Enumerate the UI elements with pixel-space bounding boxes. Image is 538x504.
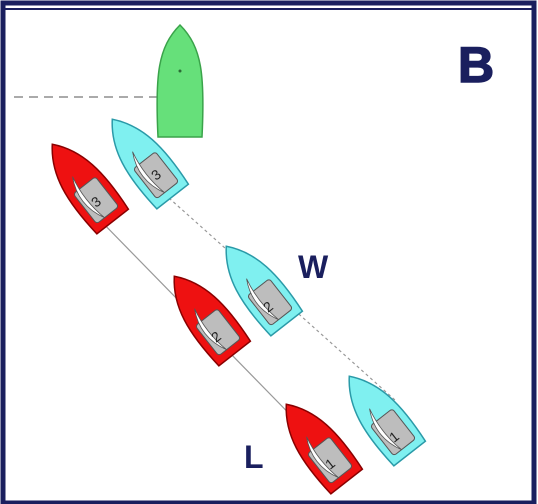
windward-boat-2 — [225, 245, 304, 337]
windward-label: W — [298, 249, 329, 285]
windward-boat-1 — [348, 375, 427, 467]
leeward-boat-3 — [51, 143, 130, 235]
mark-boat — [156, 23, 204, 138]
leeward-boat-1 — [285, 403, 364, 495]
leeward-label: L — [244, 439, 264, 475]
panel-label: B — [458, 37, 494, 93]
leeward-boat-2 — [173, 275, 252, 367]
windward-boat-3 — [111, 118, 190, 210]
